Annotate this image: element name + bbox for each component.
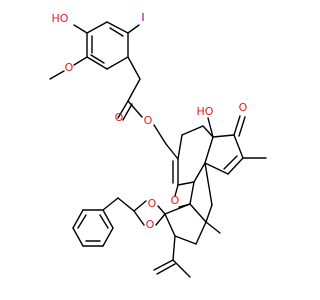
iodine-label: I (141, 11, 144, 24)
molecule-drawing: HO O I O O HO O (49, 11, 267, 278)
cage-framework (164, 162, 213, 245)
hydroxyl-label: HO (52, 12, 69, 25)
phenyl-ring (72, 209, 114, 247)
seven-membered-ring (172, 125, 214, 186)
ring-hydroxyl-label: HO (197, 105, 214, 118)
ester-link-oxygen-label: O (144, 114, 153, 127)
iodo-methoxy-phenol-ring (86, 21, 129, 70)
ester-carbonyl-oxygen-label: O (115, 111, 124, 124)
epoxy-oxygen-label: O (171, 194, 180, 207)
structure-canvas: HO O I O O HO O (49, 11, 267, 278)
methoxy-oxygen-label: O (65, 61, 74, 74)
cyclopentenone-ring (204, 134, 244, 175)
orthoester-oxygen-1-label: O (148, 197, 157, 210)
ketone-oxygen-label: O (239, 101, 248, 114)
orthoester-oxygen-2-label: O (146, 218, 155, 231)
